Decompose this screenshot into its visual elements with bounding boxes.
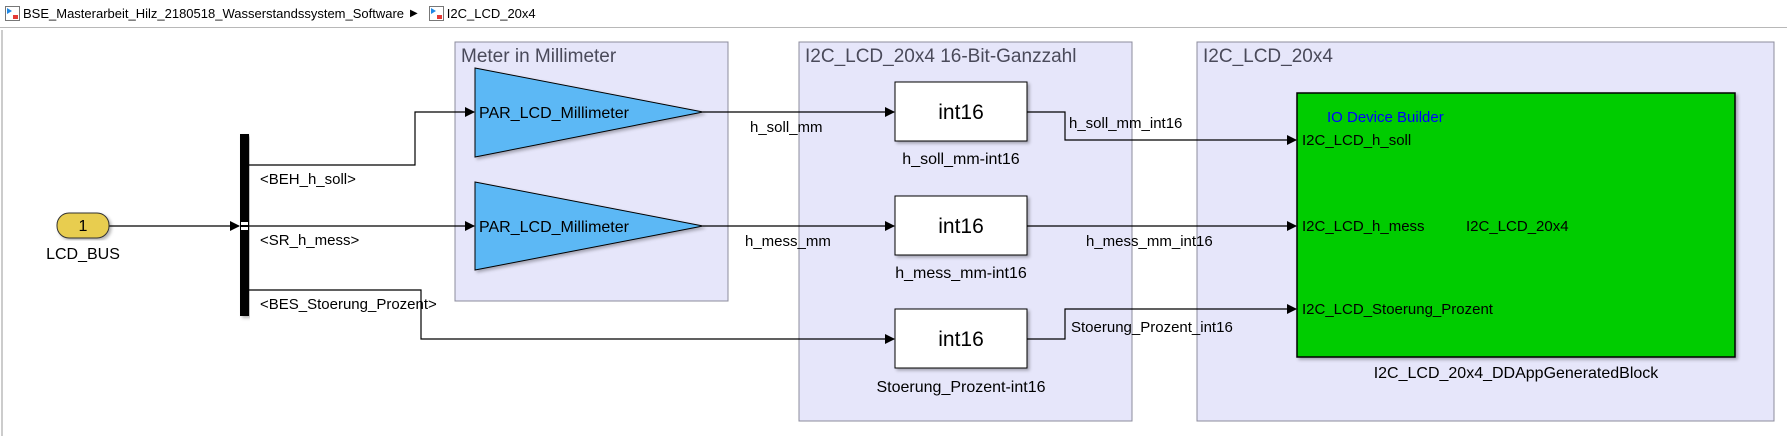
gain-block-h-mess[interactable]: PAR_LCD_Millimeter xyxy=(474,181,704,271)
breadcrumb-separator-icon: ▶ xyxy=(410,8,418,19)
convert-name: h_mess_mm-int16 xyxy=(895,265,1027,282)
convert-block-h-soll[interactable]: int16 h_soll_mm-int16 xyxy=(894,81,1028,168)
inport-number: 1 xyxy=(79,218,88,235)
port-label: I2C_LCD_Stoerung_Prozent xyxy=(1302,301,1494,318)
area-title: Meter in Millimeter xyxy=(461,46,617,67)
signal-label: h_mess_mm_int16 xyxy=(1086,233,1213,250)
area-title: I2C_LCD_20x4 16-Bit-Ganzzahl xyxy=(805,46,1076,67)
convert-text: int16 xyxy=(938,215,984,238)
gain-label: PAR_LCD_Millimeter xyxy=(479,105,630,122)
block-center-label: I2C_LCD_20x4 xyxy=(1466,218,1569,235)
convert-name: h_soll_mm-int16 xyxy=(902,151,1019,168)
gain-label: PAR_LCD_Millimeter xyxy=(479,219,630,236)
line-stoerung-int16[interactable] xyxy=(1027,304,1297,340)
convert-text: int16 xyxy=(938,328,984,351)
bus-signal-label: <BEH_h_soll> xyxy=(260,171,356,188)
line-h-soll-int16[interactable] xyxy=(1027,111,1297,145)
port-label: I2C_LCD_h_mess xyxy=(1302,218,1425,235)
model-icon xyxy=(5,6,20,21)
signal-label: h_soll_mm xyxy=(750,119,823,136)
convert-block-h-mess[interactable]: int16 h_mess_mm-int16 xyxy=(894,195,1028,282)
breadcrumb: BSE_Masterarbeit_Hilz_2180518_Wasserstan… xyxy=(0,0,1787,28)
line-bes-stoerung[interactable] xyxy=(248,289,895,344)
convert-block-stoerung[interactable]: int16 Stoerung_Prozent-int16 xyxy=(877,308,1046,396)
signal-lines xyxy=(109,107,1297,344)
bus-signal-label: <SR_h_mess> xyxy=(260,232,359,249)
bus-selector[interactable]: <BEH_h_soll> <SR_h_mess> <BES_Stoerung_P… xyxy=(240,134,437,316)
port-label: I2C_LCD_h_soll xyxy=(1302,132,1411,149)
gain-block-h-soll[interactable]: PAR_LCD_Millimeter xyxy=(474,67,704,158)
area-title: I2C_LCD_20x4 xyxy=(1203,46,1333,67)
bus-signal-label: <BES_Stoerung_Prozent> xyxy=(260,296,437,313)
breadcrumb-item-subsystem[interactable]: I2C_LCD_20x4 xyxy=(446,6,536,21)
signal-label: h_mess_mm xyxy=(745,233,831,250)
signal-label: Stoerung_Prozent_int16 xyxy=(1071,319,1233,336)
line-beh-h-soll[interactable] xyxy=(248,107,475,166)
convert-name: Stoerung_Prozent-int16 xyxy=(877,379,1046,396)
breadcrumb-item-model[interactable]: BSE_Masterarbeit_Hilz_2180518_Wasserstan… xyxy=(23,6,405,21)
block-header: IO Device Builder xyxy=(1327,109,1444,126)
inport-label: LCD_BUS xyxy=(46,246,120,263)
block-name: I2C_LCD_20x4_DDAppGeneratedBlock xyxy=(1374,365,1660,382)
subsystem-icon xyxy=(428,6,444,21)
inport-lcd-bus[interactable]: 1 LCD_BUS xyxy=(46,212,120,263)
signal-label: h_soll_mm_int16 xyxy=(1069,115,1182,132)
convert-text: int16 xyxy=(938,101,984,124)
io-device-builder-block[interactable]: IO Device Builder I2C_LCD_h_soll I2C_LCD… xyxy=(1296,92,1736,382)
